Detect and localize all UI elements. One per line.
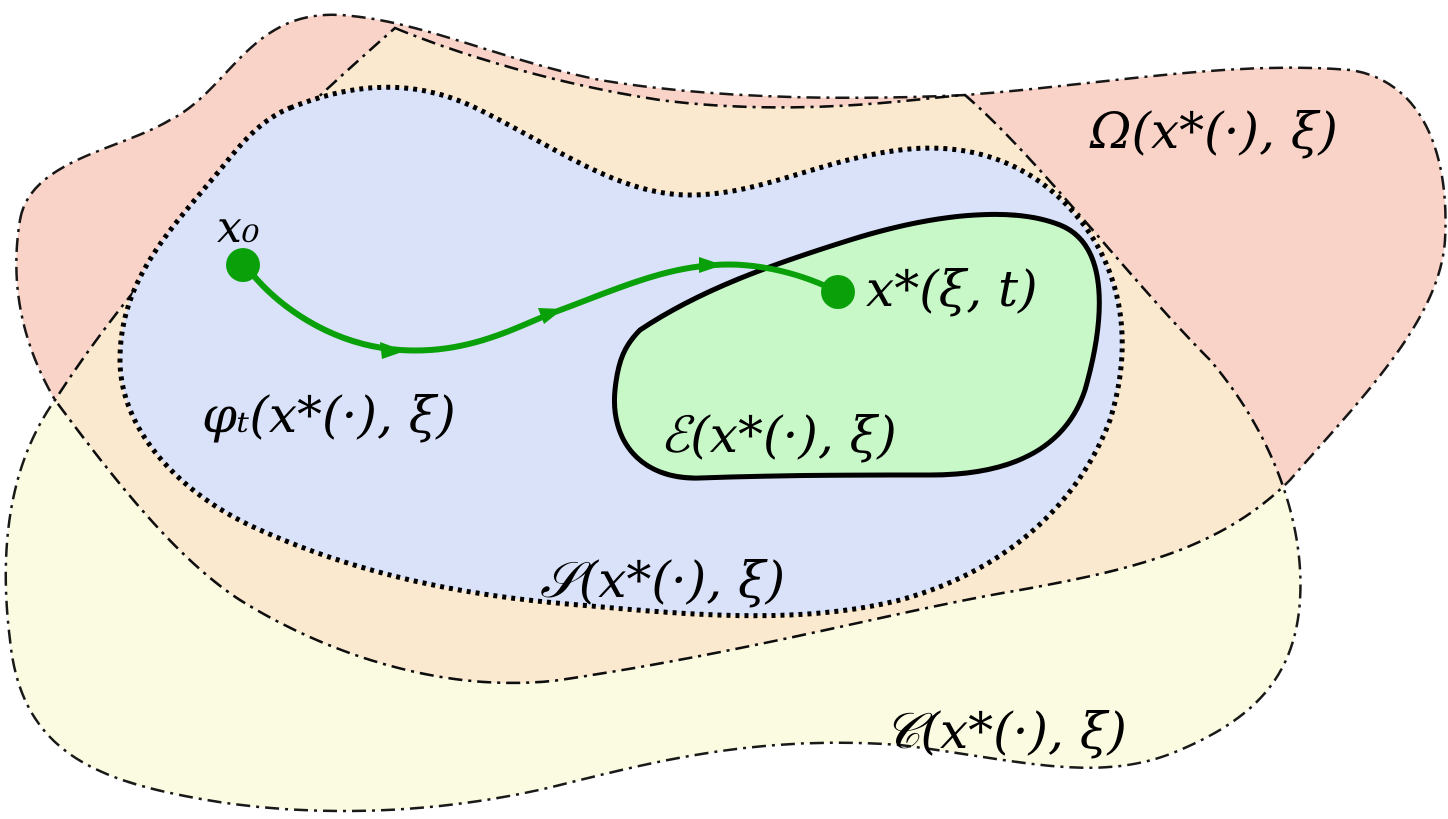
trajectory-arrow-2 <box>538 308 563 324</box>
start-point <box>226 248 260 282</box>
start-label: x₀ <box>217 202 260 253</box>
safe-label: 𝒮(x*(·), ξ) <box>540 551 785 609</box>
constraint-label: 𝒞(x*(·), ξ) <box>884 702 1127 760</box>
flow-label: φₜ(x*(·), ξ) <box>202 386 456 444</box>
omega-boundary <box>15 13 1447 685</box>
constraint-boundary <box>4 26 1302 813</box>
equilibrium-set-region <box>611 211 1102 481</box>
omega-label: Ω(x*(·), ξ) <box>1089 102 1338 160</box>
trajectory-arrow-1 <box>380 342 405 359</box>
safe-set-region <box>117 84 1125 619</box>
equilibrium-label: ℰ(x*(·), ξ) <box>660 406 897 464</box>
target-point <box>821 275 855 309</box>
target-label: x*(ξ, t) <box>866 260 1038 318</box>
trajectory-arrow-3 <box>699 257 723 273</box>
